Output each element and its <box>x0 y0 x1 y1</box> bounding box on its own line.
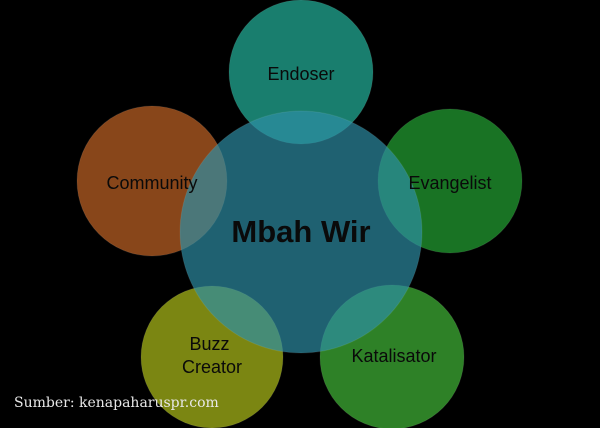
katalisator-label-line: Katalisator <box>351 346 436 366</box>
endoser-label-line: Endoser <box>267 64 334 84</box>
outer-circles <box>76 0 523 428</box>
source-caption: Sumber: kenapaharuspr.com <box>14 395 219 411</box>
endoser-label: Endoser <box>267 64 334 84</box>
katalisator-label: Katalisator <box>351 346 436 366</box>
buzz-creator-label-line-1: Buzz <box>189 334 229 354</box>
center-label: Mbah Wir <box>231 214 370 249</box>
center-circle <box>179 110 423 354</box>
buzz-creator-label-line-2: Creator <box>182 357 242 377</box>
evangelist-label-line: Evangelist <box>408 173 491 193</box>
evangelist-label: Evangelist <box>408 173 491 193</box>
buzz-creator-label: Buzz Creator <box>182 334 242 377</box>
community-label-line: Community <box>106 173 197 193</box>
community-label: Community <box>106 173 197 193</box>
